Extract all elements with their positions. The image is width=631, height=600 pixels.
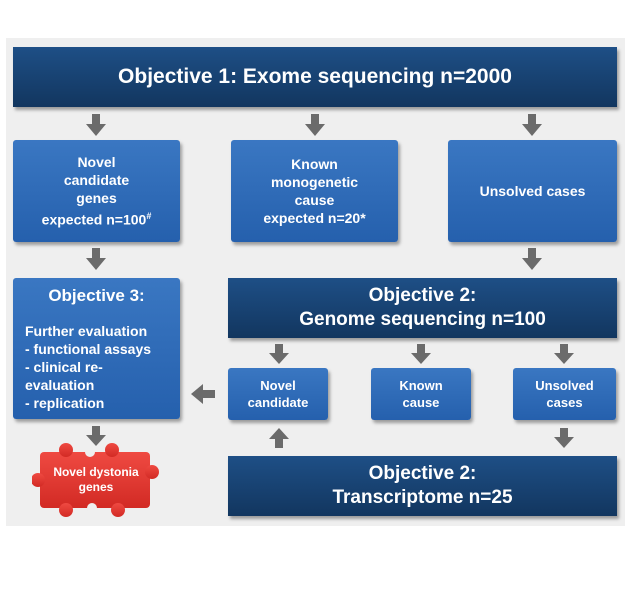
arrow-down-icon bbox=[86, 248, 106, 270]
arrow-down-icon bbox=[411, 344, 431, 364]
objective-3-title: Objective 3: bbox=[48, 286, 145, 305]
arrow-down-icon bbox=[269, 344, 289, 364]
novel-candidate-box: Novel candidate bbox=[228, 368, 328, 420]
arrow-down-icon bbox=[86, 426, 106, 446]
novel-candidate-label: Novel candidate bbox=[247, 378, 309, 410]
known-monogenetic-cause-box: Known monogenetic cause expected n=20* bbox=[231, 140, 398, 242]
novel-candidate-genes-text: Novel candidate genes expected n=100# bbox=[42, 153, 152, 229]
objective-2-transcriptome-banner: Objective 2: Transcriptome n=25 bbox=[228, 456, 617, 516]
objective-3-box: Objective 3: Further evaluation - functi… bbox=[13, 278, 180, 419]
arrow-up-transcriptome-to-novel bbox=[269, 428, 289, 448]
puzzle-pieces-graphic bbox=[32, 443, 159, 517]
known-cause-box: Known cause bbox=[371, 368, 471, 420]
known-monogenetic-cause-label: Known monogenetic cause expected n=20* bbox=[263, 156, 366, 226]
arrow-up-icon bbox=[269, 428, 289, 448]
arrow-down-icon bbox=[522, 114, 542, 136]
arrow-left-novel-to-obj3 bbox=[191, 384, 215, 404]
arrow-down-icon bbox=[86, 114, 106, 136]
arrow-down-unsolved-to-genome bbox=[522, 248, 542, 270]
arrow-down-icon bbox=[554, 428, 574, 448]
arrow-down-obj1-to-novel bbox=[86, 114, 106, 136]
unsolved-cases-label: Unsolved cases bbox=[479, 183, 586, 199]
unsolved-cases-small-box: Unsolved cases bbox=[513, 368, 616, 420]
unsolved-cases-small-label: Unsolved cases bbox=[535, 378, 594, 410]
objective-3-details: Further evaluation - functional assays -… bbox=[25, 323, 152, 411]
arrow-down-unsolved-to-transcriptome bbox=[554, 428, 574, 448]
arrow-down-novel-to-obj3 bbox=[86, 248, 106, 270]
arrow-down-obj1-to-known bbox=[305, 114, 325, 136]
objective-1-banner: Objective 1: Exome sequencing n=2000 bbox=[13, 47, 617, 107]
objective-1-title: Objective 1: Exome sequencing n=2000 bbox=[118, 65, 512, 88]
arrow-left-icon bbox=[191, 384, 215, 404]
arrow-down-genome-to-known bbox=[411, 344, 431, 364]
novel-candidate-genes-label: Novel candidate genes expected n=100 bbox=[41, 154, 147, 228]
objective-2-genome-banner: Objective 2: Genome sequencing n=100 bbox=[228, 278, 617, 338]
objective-2-transcriptome-title: Objective 2: Transcriptome n=25 bbox=[332, 463, 513, 508]
objective-2-genome-title: Objective 2: Genome sequencing n=100 bbox=[299, 285, 546, 330]
unsolved-cases-box: Unsolved cases bbox=[448, 140, 617, 242]
novel-candidate-genes-box: Novel candidate genes expected n=100# bbox=[13, 140, 180, 242]
novel-candidate-footnote-mark: # bbox=[146, 211, 152, 222]
arrow-down-obj3-to-puzzle bbox=[86, 426, 106, 446]
arrow-down-genome-to-unsolved bbox=[554, 344, 574, 364]
arrow-down-icon bbox=[522, 248, 542, 270]
novel-dystonia-genes-label: Novel dystonia genes bbox=[53, 465, 139, 494]
puzzle-icon bbox=[32, 443, 159, 517]
puzzle-label-box: Novel dystonia genes bbox=[40, 458, 152, 502]
arrow-down-icon bbox=[305, 114, 325, 136]
arrow-down-icon bbox=[554, 344, 574, 364]
known-cause-label: Known cause bbox=[399, 378, 443, 410]
arrow-down-obj1-to-unsolved bbox=[522, 114, 542, 136]
arrow-down-genome-to-novel bbox=[269, 344, 289, 364]
